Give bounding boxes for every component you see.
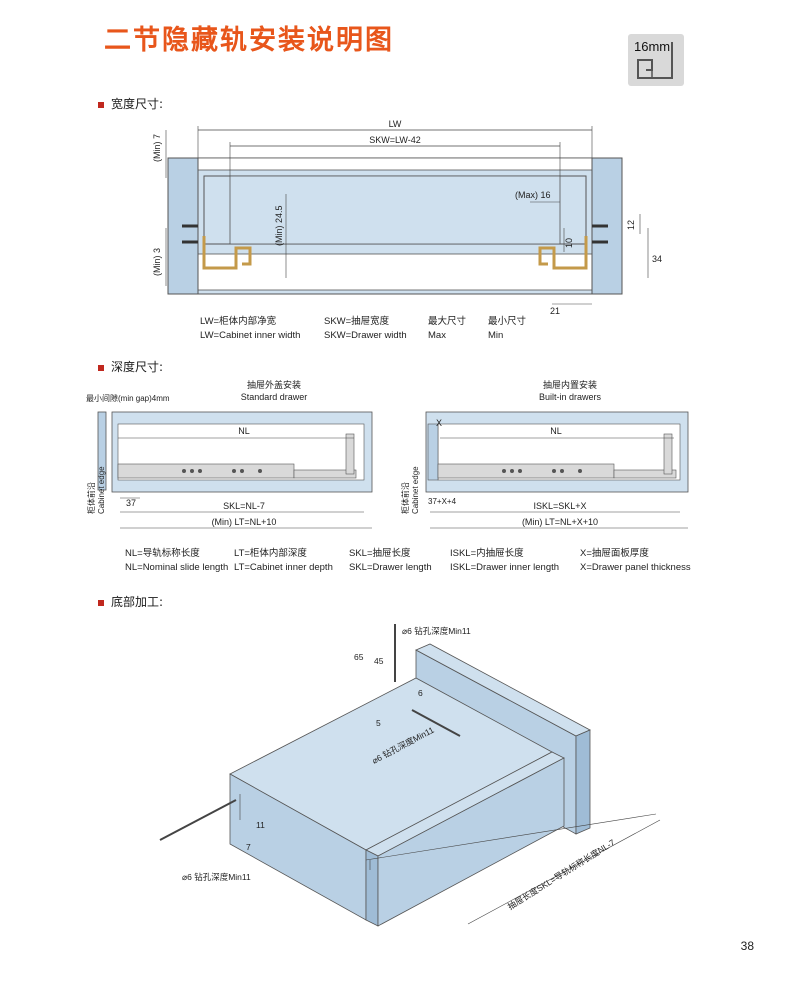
dim-21: 21 [550,306,560,316]
bottom-diagram: ⌀6 钻孔深度Min11 ⌀6 钻孔深度Min11 ⌀6 钻孔深度Min11 6… [159,624,661,927]
builtin-en: Built-in drawers [539,392,602,402]
badge-label: 16mm [634,39,671,54]
bullet-square [98,101,104,108]
min-gap: 最小间隙(min gap)4mm [86,393,170,403]
dim-skl: SKL=NL-7 [223,501,265,511]
width-diagram: LW SKW=LW-42 (Min) 7 (Min) 3 (Min) 24.5 … [152,119,662,316]
standard-cn: 抽屉外盖安装 [247,379,301,390]
dim-max16: (Max) 16 [515,190,551,200]
dim-iskl: ISKL=SKL+X [533,501,586,511]
dim-lt: (Min) LT=NL+10 [212,517,277,527]
depth-diagram: 抽屉外盖安装 Standard drawer 最小间隙(min gap)4mm … [86,379,689,529]
dim-37: 37 [126,498,136,508]
page-number: 38 [740,939,754,953]
dim-5: 5 [376,718,381,728]
edge-cn-builtin: 柜体前沿 [400,482,410,514]
dim-65: 65 [354,652,364,662]
dim-12: 12 [626,220,636,230]
bullet-square [98,364,104,371]
section-depth-label: 深度尺寸: [111,360,164,374]
edge-cn: 柜体前沿 [86,482,96,514]
section-width-heading: 宽度尺寸: [98,95,163,112]
builtin-cn: 抽屉内置安装 [543,379,597,390]
thickness-badge: 16mm [628,34,684,86]
dim-nl: NL [238,426,250,436]
dim-34: 34 [652,254,662,264]
dim-37x4: 37+X+4 [428,497,457,506]
edge-en-builtin: Cabinet edge [411,466,420,514]
dim-45: 45 [374,656,384,666]
dim-skw: SKW=LW-42 [369,135,420,145]
standard-en: Standard drawer [241,392,308,402]
drill-top: ⌀6 钻孔深度Min11 [402,626,471,636]
dim-min7: (Min) 7 [152,134,162,162]
slide-profile-icon [637,42,673,79]
dim-lw: LW [389,119,402,129]
dim-min3: (Min) 3 [152,248,162,276]
edge-en: Cabinet edge [97,466,106,514]
drill-left: ⌀6 钻孔深度Min11 [182,872,251,882]
section-bottom-label: 底部加工: [111,595,164,609]
dim-ltx: (Min) LT=NL+X+10 [522,517,598,527]
bullet-square [98,599,104,606]
dim-nl-builtin: NL [550,426,562,436]
dim-10: 10 [564,238,574,248]
section-bottom-heading: 底部加工: [98,593,163,610]
dim-6: 6 [418,688,423,698]
dim-11: 11 [256,820,265,830]
section-width-label: 宽度尺寸: [111,97,164,111]
dim-x: X [436,418,442,428]
dim-min245: (Min) 24.5 [274,205,284,246]
dim-7: 7 [246,842,251,852]
page-title: 二节隐藏轨安装说明图 [104,25,394,56]
section-depth-heading: 深度尺寸: [98,358,163,375]
